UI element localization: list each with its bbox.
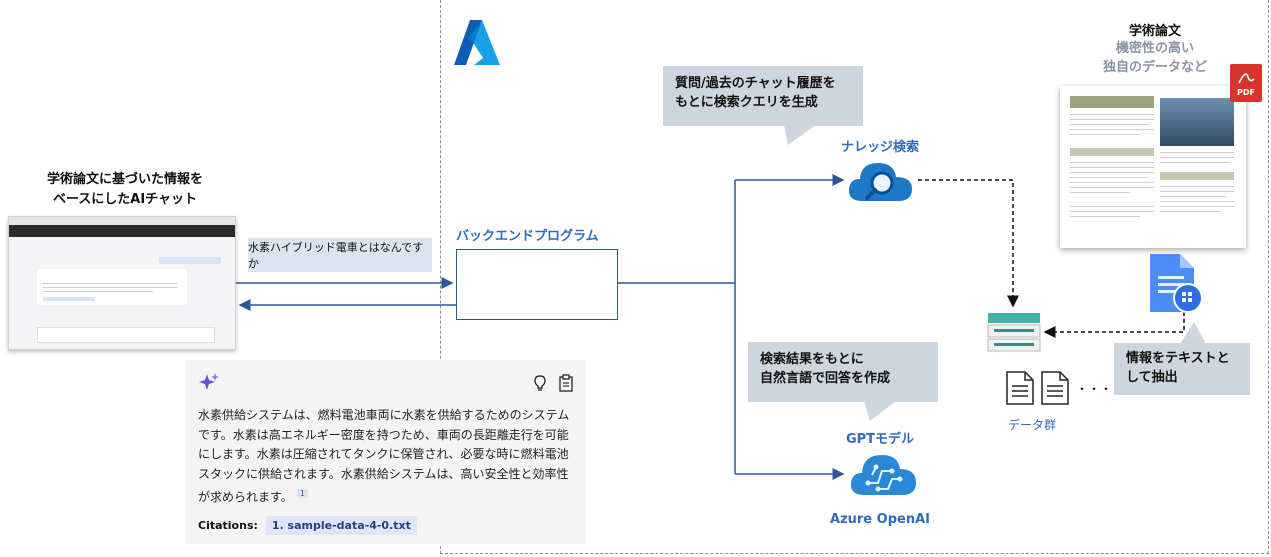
answer-body: 水素供給システムは、燃料電池車両に水素を供給するためのシステムです。水素は高エネ… xyxy=(198,408,570,504)
user-bubble xyxy=(159,257,221,264)
callout-answer-tail xyxy=(864,401,896,421)
callout-search-query-line2: もとに検索クエリを生成 xyxy=(675,95,818,110)
openai-cloud-icon xyxy=(850,455,916,495)
callout-search-query-line1: 質問/過去のチャット履歴を xyxy=(675,76,836,91)
citations-row: Citations: 1. sample-data-4-0.txt xyxy=(198,516,417,535)
callout-extract: 情報をテキストと して抽出 xyxy=(1114,343,1250,395)
paper-title: 学術論文 xyxy=(1128,24,1181,39)
callout-answer-line2: 自然言語で回答を作成 xyxy=(760,371,891,386)
backend-label: バックエンドプログラム xyxy=(456,229,599,244)
paper-photo xyxy=(1160,98,1234,146)
paper-subtitle-line2: 独自のデータなど xyxy=(1102,60,1207,75)
pdf-icon: PDF xyxy=(1230,64,1262,102)
callout-extract-line2: して抽出 xyxy=(1126,370,1178,385)
storage-icon xyxy=(987,313,1041,352)
knowledge-search-label: ナレッジ検索 xyxy=(840,140,919,155)
callout-extract-line1: 情報をテキストと xyxy=(1126,351,1230,366)
sparkle-icon xyxy=(199,373,219,390)
callout-extract-tail xyxy=(1180,322,1206,344)
chat-section-title: 学術論文に基づいた情報を ベースにしたAIチャット xyxy=(0,170,250,210)
citation-chip[interactable]: 1. sample-data-4-0.txt xyxy=(265,516,417,535)
pdf-badge-label: PDF xyxy=(1237,88,1255,97)
chat-input xyxy=(37,327,215,343)
extract-arrow xyxy=(1043,312,1185,338)
query-label: 水素ハイブリッド電車とはなんですか xyxy=(248,238,432,272)
azure-openai-label: Azure OpenAI xyxy=(830,512,930,527)
document-icon xyxy=(1006,371,1034,405)
data-group-label: データ群 xyxy=(1008,418,1057,432)
chat-title-line2: ベースにしたAIチャット xyxy=(52,192,198,207)
callout-search-query: 質問/過去のチャット履歴を もとに検索クエリを生成 xyxy=(663,66,863,126)
document-icon xyxy=(1041,371,1069,405)
callout-search-tail xyxy=(784,125,816,145)
paper-subtitle-line1: 機密性の高い xyxy=(1115,41,1194,56)
azure-region xyxy=(440,0,1269,554)
callout-answer: 検索結果をもとに 自然言語で回答を作成 xyxy=(748,342,938,402)
answer-bubble xyxy=(37,269,187,305)
azure-logo-icon xyxy=(454,20,500,65)
answer-text: 水素供給システムは、燃料電池車両に水素を供給するためのシステムです。水素は高エネ… xyxy=(198,406,574,508)
app-header xyxy=(9,225,235,237)
clipboard-icon[interactable] xyxy=(558,374,574,392)
gpt-model-label: GPTモデル xyxy=(845,432,915,447)
answer-card: 水素供給システムは、燃料電池車両に水素を供給するためのシステムです。水素は高エネ… xyxy=(186,360,586,544)
ellipsis: ・・・ xyxy=(1076,382,1113,396)
citation-marker[interactable]: 1 xyxy=(296,489,308,498)
citations-label: Citations: xyxy=(198,519,258,532)
chat-app-screenshot xyxy=(8,216,236,350)
paper-header: 学術論文 機密性の高い 独自のデータなど xyxy=(1075,20,1235,77)
lightbulb-icon[interactable] xyxy=(532,374,548,392)
google-doc-icon xyxy=(1150,254,1203,313)
chat-title-line1: 学術論文に基づいた情報を xyxy=(46,172,203,187)
paper-thumbnail xyxy=(1060,86,1246,248)
callout-answer-line1: 検索結果をもとに xyxy=(760,352,864,367)
search-cloud-icon xyxy=(848,163,912,201)
backend-box xyxy=(456,249,618,320)
index-arrow xyxy=(918,179,1019,308)
browser-bar xyxy=(9,217,235,225)
